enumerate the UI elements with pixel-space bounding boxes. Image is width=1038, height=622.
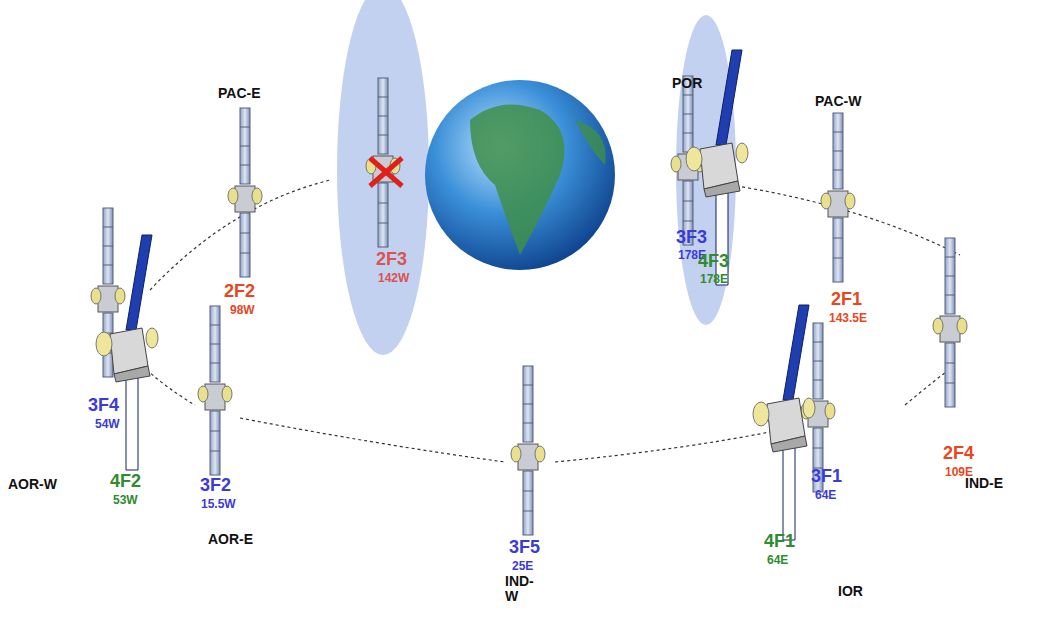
satellite-longitude: 25E <box>512 560 533 573</box>
satellite-name: 2F3 <box>376 250 407 270</box>
region-label: IND- W <box>505 574 547 605</box>
satellite-name: 3F4 <box>88 396 119 416</box>
region-label: IOR <box>838 584 863 599</box>
satellite-name: 2F4 <box>943 444 974 464</box>
satellite-longitude: 64E <box>767 554 788 567</box>
region-label: AOR-E <box>208 532 253 547</box>
region-label: AOR-W <box>8 477 57 492</box>
satellite-name: 3F3 <box>676 228 707 248</box>
satellite-longitude: 143.5E <box>829 312 867 325</box>
satellite-name: 3F1 <box>811 467 842 487</box>
satellite-name: 4F1 <box>764 532 795 552</box>
satellite-longitude: 53W <box>113 494 138 507</box>
region-label: PAC-W <box>815 94 861 109</box>
satellite-name: 4F2 <box>110 472 141 492</box>
region-label: PAC-E <box>218 86 261 101</box>
satellite-longitude: 178E <box>700 273 728 286</box>
satellite-name: 2F2 <box>224 282 255 302</box>
region-label: IND-E <box>965 476 1003 491</box>
satellite-name: 2F1 <box>831 290 862 310</box>
satellite-name: 3F5 <box>509 538 540 558</box>
satellite-longitude: 54W <box>95 418 120 431</box>
satellite-longitude: 64E <box>815 489 836 502</box>
satellite-longitude: 142W <box>378 272 409 285</box>
region-label: POR <box>672 76 702 91</box>
satellite-longitude: 15.5W <box>201 498 236 511</box>
satellite-name: 4F3 <box>698 252 729 272</box>
satellite-name: 3F2 <box>200 476 231 496</box>
satellite-longitude: 98W <box>230 304 255 317</box>
